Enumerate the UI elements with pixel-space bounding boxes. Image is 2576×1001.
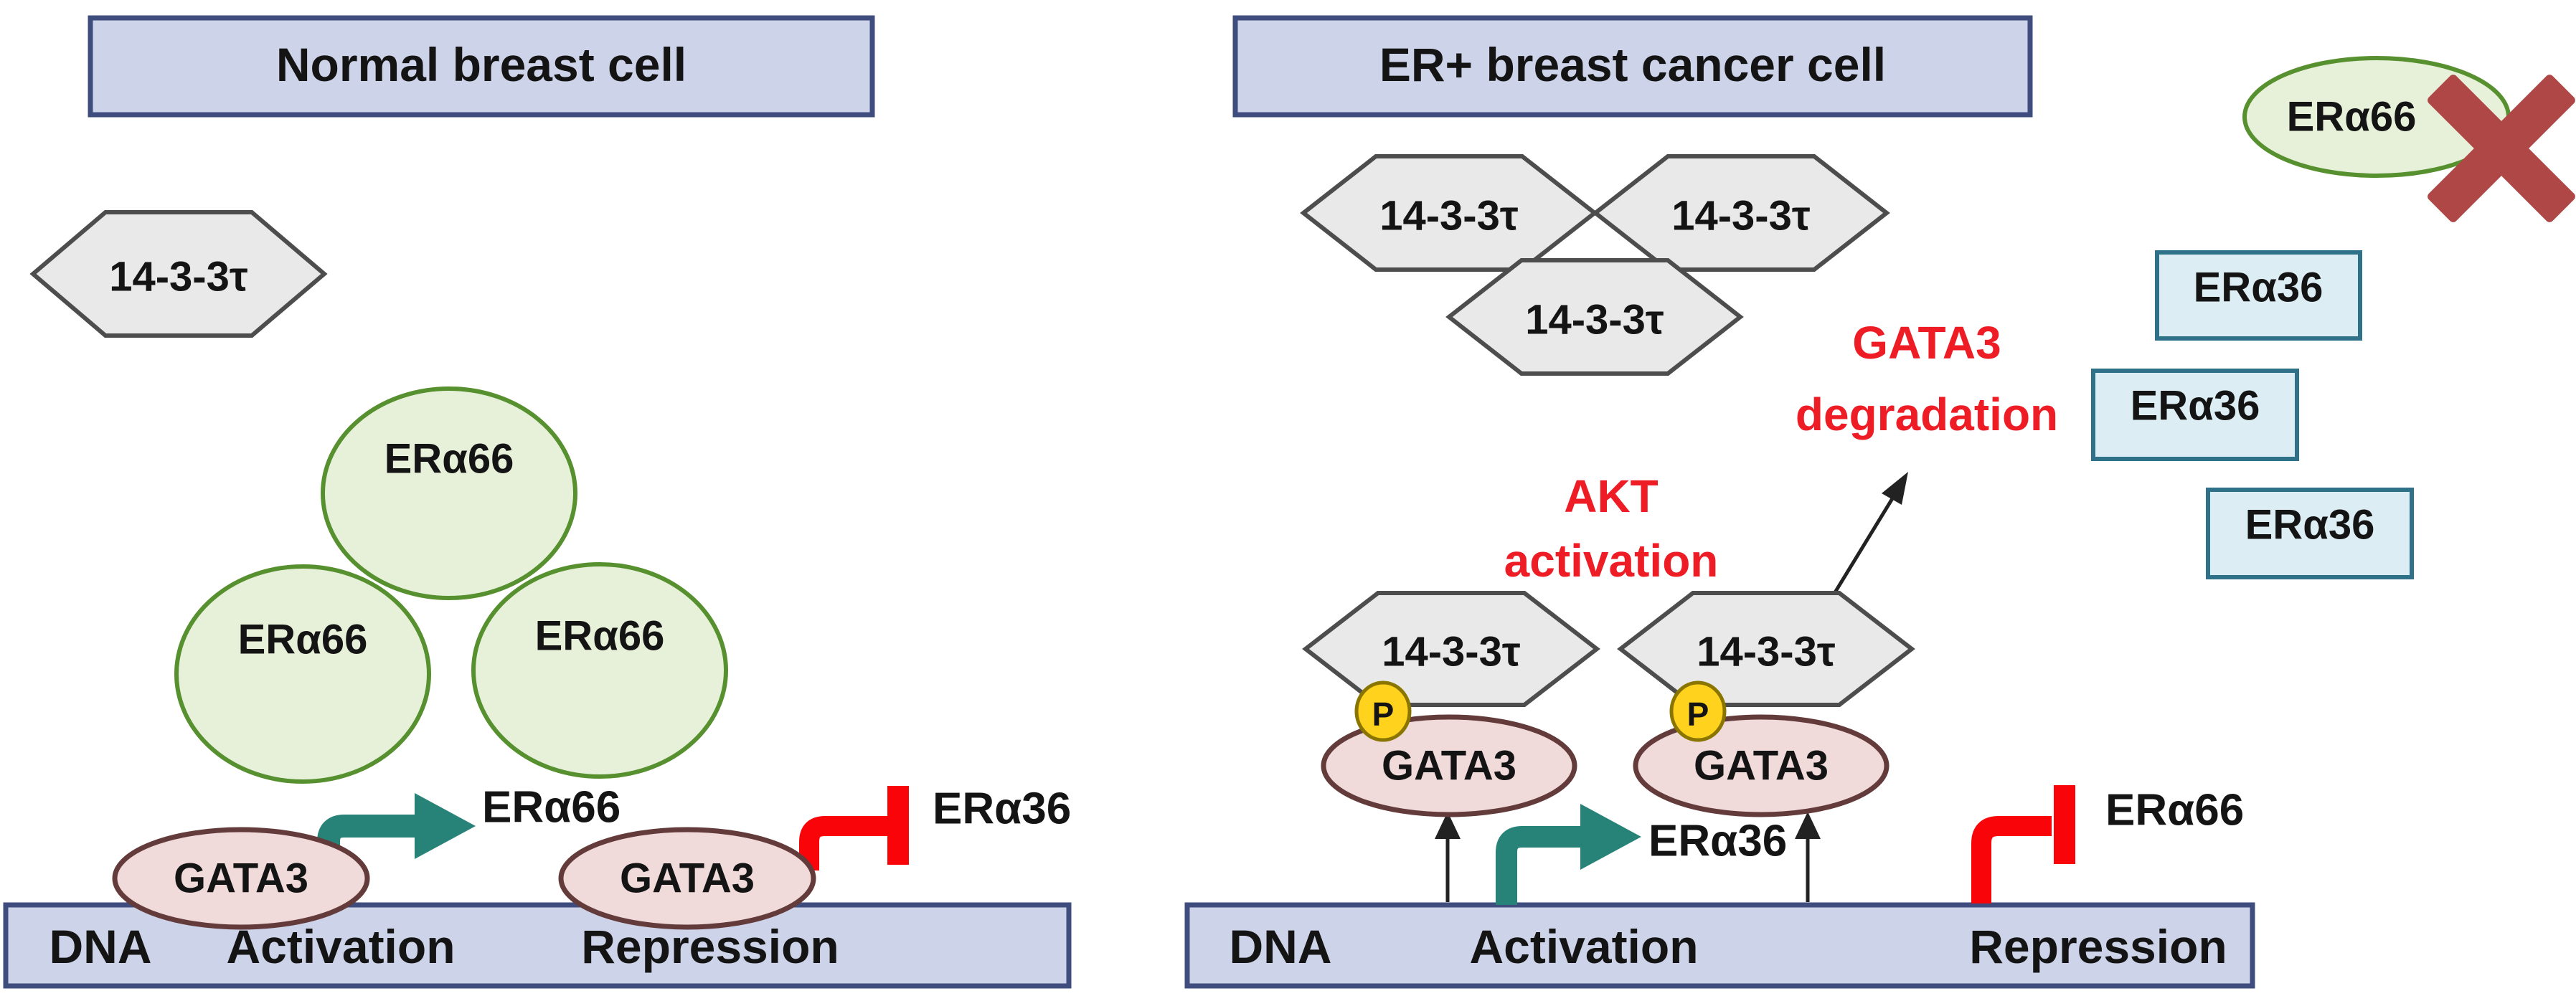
era36-box: [2091, 369, 2299, 461]
activation-arrowhead: [415, 793, 476, 859]
repression-label: Repression: [1969, 920, 2227, 973]
degradation-arrowhead: [1882, 472, 1908, 505]
era36-box-label: ERα36: [2245, 502, 2375, 549]
repression-label: Repression: [581, 920, 839, 973]
hexagon-label: 14-3-3τ: [1382, 629, 1521, 675]
akt-activation-line1: AKT: [1564, 470, 1659, 522]
repression-target-label: ERα36: [933, 784, 1071, 834]
hexagon-label: 14-3-3τ: [1379, 193, 1519, 239]
er-positive-cancer-cell-panel: ER+ breast cancer cell 14-3-3τ 14-3-3τ 1…: [1184, 15, 2575, 989]
era66-ellipse: [471, 562, 728, 779]
activation-arrowhead: [1580, 804, 1641, 870]
era36-box: [2155, 250, 2362, 341]
normal-breast-cell-panel: Normal breast cell 14-3-3τ ERα66 ERα66 E…: [3, 15, 1072, 989]
dna-bar-left: [3, 902, 1072, 989]
hexagon-14-3-3t: [1445, 258, 1744, 376]
binding-arrowhead: [1795, 812, 1821, 839]
repression-inhibitor: [799, 816, 888, 870]
panel-title-box-left: [88, 15, 875, 118]
gata3-label: GATA3: [620, 855, 755, 902]
era66-ellipse-label: ERα66: [384, 436, 514, 483]
cross-out-x-icon: [2428, 75, 2575, 222]
activation-label: Activation: [1469, 920, 1698, 973]
activation-target-label: ERα36: [1648, 817, 1787, 866]
gata3-label: GATA3: [174, 855, 308, 902]
akt-activation-line2: activation: [1504, 535, 1719, 587]
dna-bar-right: [1184, 902, 2255, 989]
hexagon-14-3-3t: [29, 210, 328, 338]
phospho-label: P: [1687, 696, 1709, 733]
era66-ellipse-label: ERα66: [535, 613, 665, 660]
panel-title-box-right: [1232, 15, 2033, 118]
gata3-degradation-line2: degradation: [1796, 389, 2058, 440]
activation-arrow: [1496, 826, 1583, 905]
repression-target-label: ERα66: [2105, 786, 2244, 835]
activation-label: Activation: [226, 920, 455, 973]
binding-arrowhead: [1435, 812, 1461, 839]
hexagon-label: 14-3-3τ: [1671, 193, 1811, 239]
gata3-ellipse: [558, 827, 816, 930]
panel-title-right: ER+ breast cancer cell: [1379, 38, 1886, 91]
era66-ellipse: [321, 386, 577, 600]
dna-label: DNA: [49, 920, 152, 973]
hexagon-label: 14-3-3τ: [1525, 297, 1664, 343]
hexagon-label: 14-3-3τ: [109, 254, 248, 300]
dna-label: DNA: [1230, 920, 1332, 973]
era36-box: [2206, 488, 2414, 579]
era66-ellipse: [174, 564, 431, 784]
gata3-ellipse: [112, 827, 370, 930]
activation-target-label: ERα66: [482, 783, 621, 832]
era36-box-label: ERα36: [2194, 265, 2323, 311]
gata3-label: GATA3: [1382, 743, 1516, 789]
hexagon-label: 14-3-3τ: [1697, 629, 1836, 675]
era36-box-label: ERα36: [2131, 383, 2260, 430]
gata3-degradation-line1: GATA3: [1852, 317, 2001, 369]
panel-title-left: Normal breast cell: [276, 38, 687, 91]
phospho-badge-icon: [1354, 680, 1412, 742]
era66-ellipse-label: ERα66: [238, 617, 368, 663]
gata3-label: GATA3: [1694, 743, 1829, 789]
phospho-badge-icon: [1669, 680, 1727, 742]
repression-inhibitor: [1971, 816, 2052, 903]
phospho-label: P: [1372, 696, 1395, 733]
era66-ellipse-label: ERα66: [2287, 94, 2417, 141]
